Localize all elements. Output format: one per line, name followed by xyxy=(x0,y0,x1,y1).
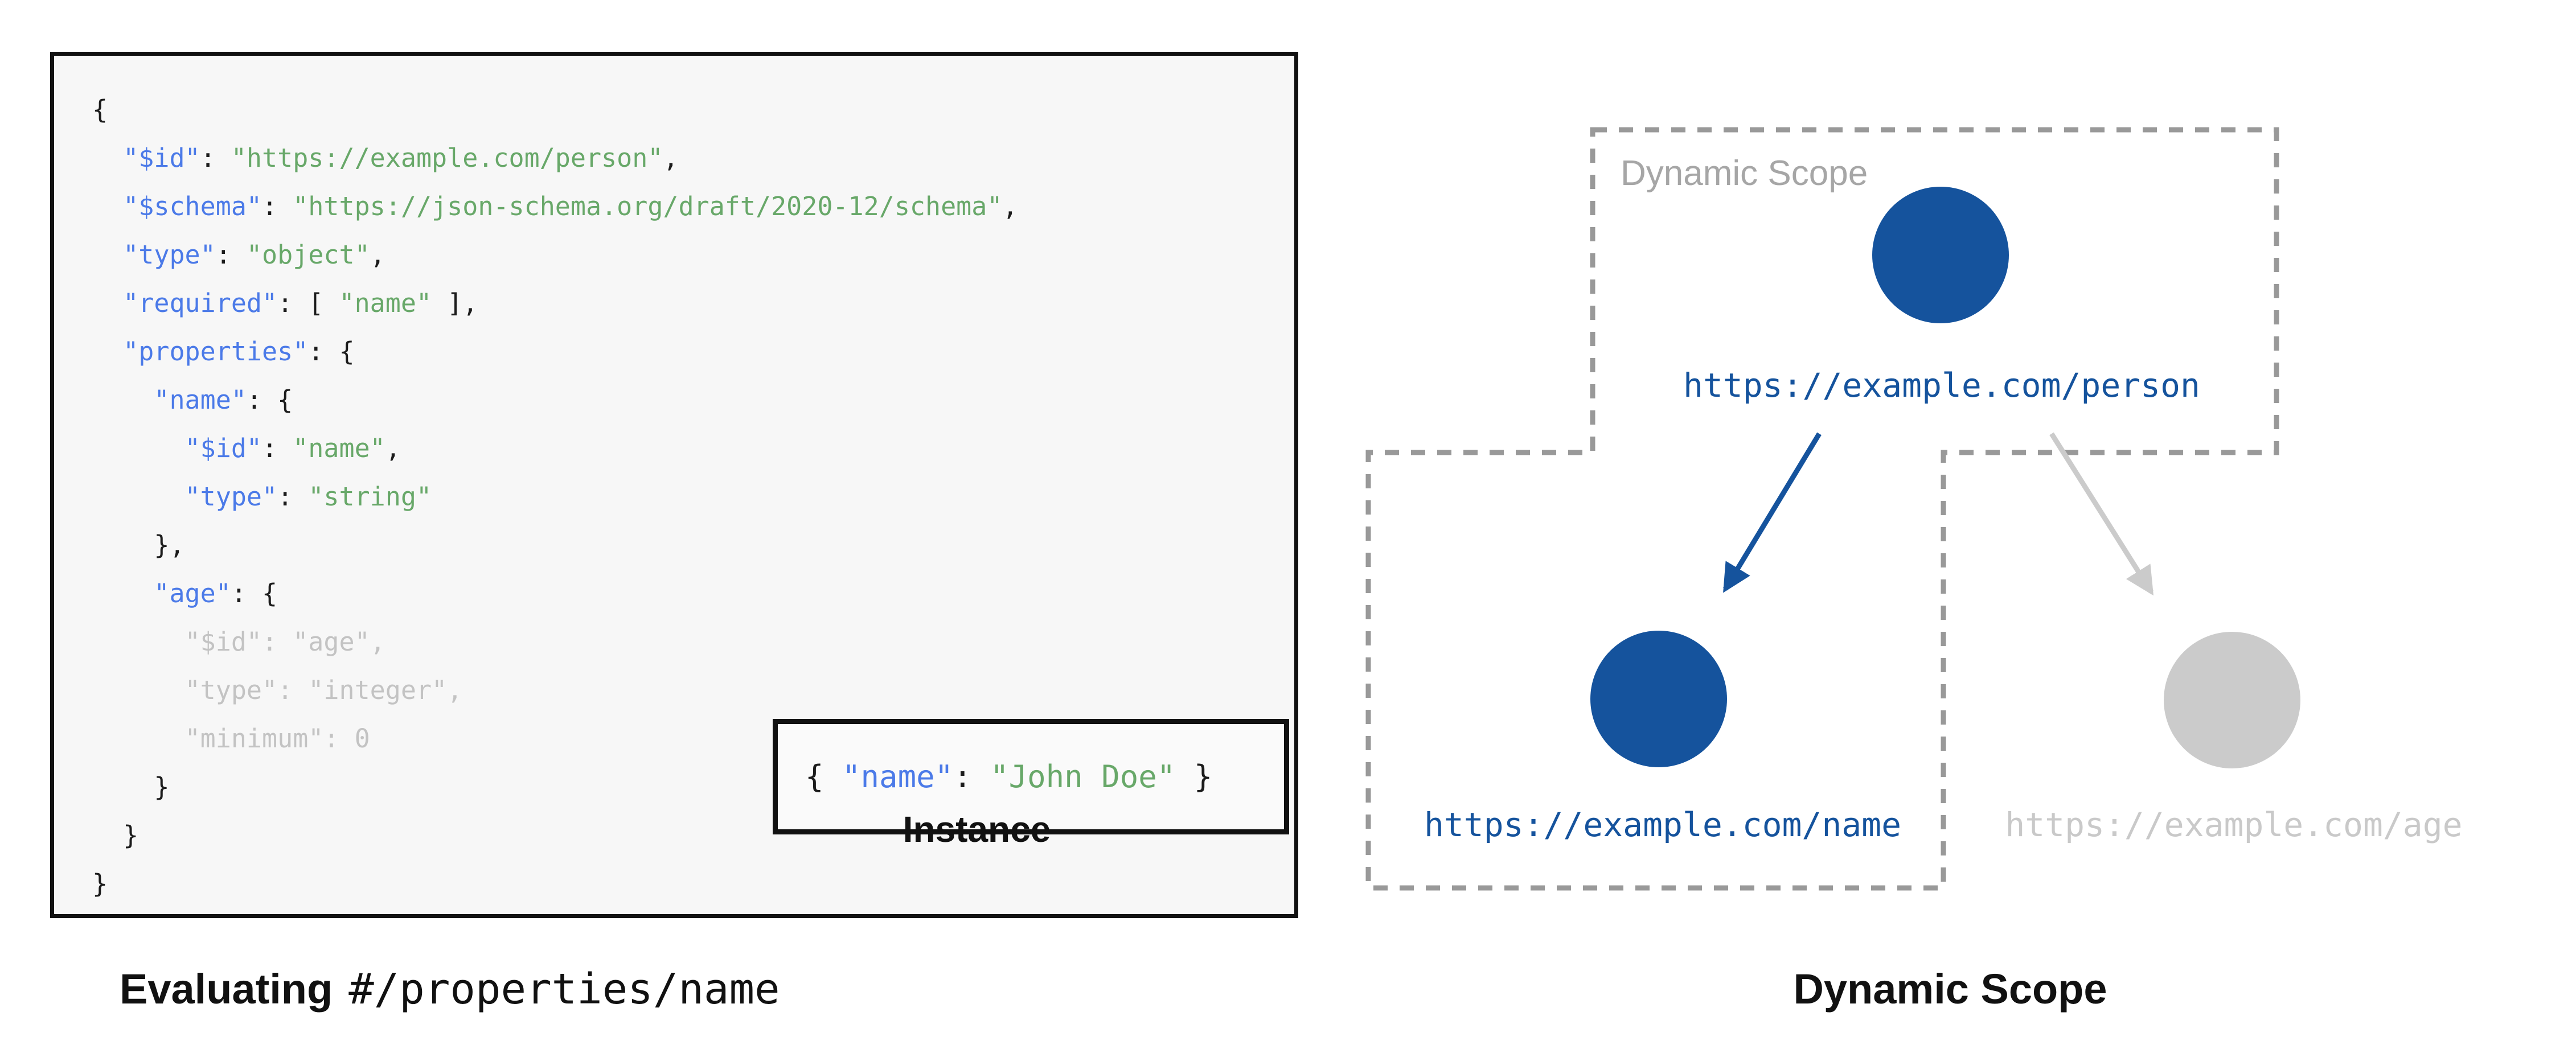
left-caption-word: Evaluating xyxy=(120,965,333,1013)
code-token: 0 xyxy=(354,723,370,754)
name-node-circle xyxy=(1590,631,1727,767)
code-token: "$schema" xyxy=(123,191,262,221)
code-line: "$schema": "https://json-schema.org/draf… xyxy=(92,182,1018,231)
code-token: "$id" xyxy=(184,627,262,657)
code-token: } xyxy=(92,772,170,802)
code-token: "type" xyxy=(184,675,278,705)
code-line: } xyxy=(92,811,1018,859)
code-token: { xyxy=(805,759,843,795)
code-token: : xyxy=(953,759,991,795)
code-token: : { xyxy=(246,385,293,415)
code-line: "name": { xyxy=(92,376,1018,424)
code-token: : xyxy=(215,240,247,270)
code-line: "$id": "name", xyxy=(92,424,1018,472)
code-token: "$id" xyxy=(184,433,262,463)
code-token: , xyxy=(1002,191,1018,221)
code-token: } xyxy=(92,869,108,899)
left-caption-pointer: #/properties/name xyxy=(348,965,780,1014)
code-token: { xyxy=(92,94,108,125)
dynamic-scope-boundary xyxy=(1365,127,2279,891)
code-token: : { xyxy=(308,336,355,367)
code-line: } xyxy=(92,859,1018,908)
code-token: , xyxy=(663,143,679,173)
code-token: , xyxy=(447,675,463,705)
code-token: : xyxy=(262,433,293,463)
code-token: : { xyxy=(231,578,278,608)
code-token: : xyxy=(200,143,231,173)
code-token: "required" xyxy=(123,288,278,318)
code-line: } xyxy=(92,763,1018,811)
code-token: , xyxy=(385,433,401,463)
person-node-url: https://example.com/person xyxy=(1683,366,2200,405)
code-token: } xyxy=(92,820,139,850)
code-token: "https://json-schema.org/draft/2020-12/s… xyxy=(293,191,1003,221)
code-line: "$id": "https://example.com/person", xyxy=(92,134,1018,182)
code-token: "John Doe" xyxy=(990,759,1176,795)
code-token: "name" xyxy=(842,759,954,795)
code-token: "https://example.com/person" xyxy=(231,143,663,173)
code-line: "type": "integer", xyxy=(92,666,1018,714)
code-token: "$id" xyxy=(123,143,200,173)
code-token: "minimum" xyxy=(184,723,324,754)
code-token: "type" xyxy=(184,482,278,512)
code-token: , xyxy=(370,627,385,657)
code-token: }, xyxy=(92,530,185,560)
code-token: : xyxy=(277,482,309,512)
code-token: : xyxy=(323,723,355,754)
code-token: : [ xyxy=(277,288,339,318)
code-token: : xyxy=(262,191,293,221)
code-line: "type": "string" xyxy=(92,472,1018,521)
code-token: "string" xyxy=(308,482,432,512)
code-token: "age" xyxy=(154,578,231,608)
code-token: ], xyxy=(432,288,478,318)
code-line: "age": { xyxy=(92,569,1018,618)
dynamic-scope-inner-label: Dynamic Scope xyxy=(1621,154,1868,193)
schema-code: { "$id": "https://example.com/person", "… xyxy=(92,85,1018,908)
code-token: "properties" xyxy=(123,336,309,367)
code-token: "integer" xyxy=(308,675,448,705)
instance-code: { "name": "John Doe" } xyxy=(778,759,1212,795)
age-node-circle xyxy=(2164,632,2300,768)
code-line: "type": "object", xyxy=(92,231,1018,279)
code-line: "properties": { xyxy=(92,327,1018,376)
code-token: "age" xyxy=(293,627,370,657)
arrow-person-to-name xyxy=(1723,432,1822,593)
right-caption: Dynamic Scope xyxy=(1793,965,2107,1013)
code-line: "minimum": 0 xyxy=(92,714,1018,763)
arrow-person-to-age xyxy=(2049,432,2154,596)
person-node-circle xyxy=(1872,187,2009,323)
code-token: "name" xyxy=(154,385,247,415)
code-token: "object" xyxy=(246,240,370,270)
code-token: "name" xyxy=(293,433,385,463)
age-node-url: https://example.com/age xyxy=(2005,805,2462,844)
code-line: { xyxy=(92,85,1018,134)
code-token: : xyxy=(277,675,309,705)
code-line: "$id": "age", xyxy=(92,618,1018,666)
code-line: "required": [ "name" ], xyxy=(92,279,1018,327)
code-token: "type" xyxy=(123,240,216,270)
left-caption: Evaluating #/properties/name xyxy=(120,965,780,1014)
instance-box: { "name": "John Doe" } xyxy=(773,719,1289,834)
code-token: : xyxy=(262,627,293,657)
code-token: } xyxy=(1175,759,1213,795)
code-token: , xyxy=(370,240,385,270)
code-line: }, xyxy=(92,521,1018,569)
instance-label: Instance xyxy=(903,809,1051,850)
name-node-url: https://example.com/name xyxy=(1424,805,1901,844)
code-token: "name" xyxy=(339,288,432,318)
schema-code-box: { "$id": "https://example.com/person", "… xyxy=(50,52,1298,918)
